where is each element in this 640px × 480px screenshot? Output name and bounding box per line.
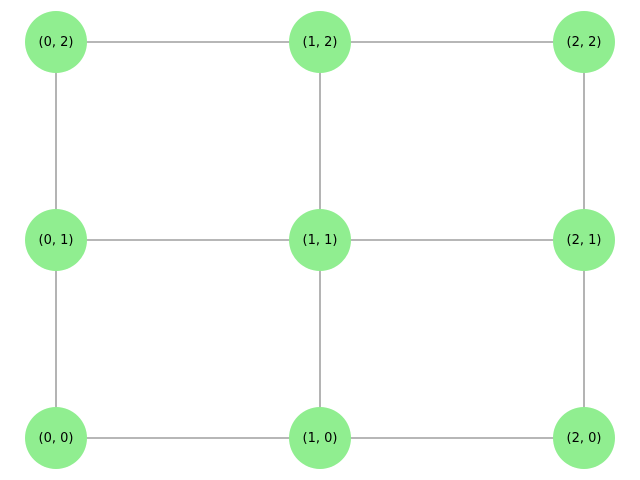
node-label: (1, 1)	[302, 232, 338, 248]
node-label: (2, 2)	[566, 34, 602, 50]
graph-node-0,0: (0, 0)	[25, 407, 87, 469]
graph-node-2,1: (2, 1)	[553, 209, 615, 271]
graph-node-1,0: (1, 0)	[289, 407, 351, 469]
node-label: (0, 2)	[38, 34, 74, 50]
node-label: (1, 0)	[302, 430, 338, 446]
node-label: (0, 0)	[38, 430, 74, 446]
graph-node-1,1: (1, 1)	[289, 209, 351, 271]
graph-node-0,2: (0, 2)	[25, 11, 87, 73]
graph-node-2,2: (2, 2)	[553, 11, 615, 73]
graph-node-2,0: (2, 0)	[553, 407, 615, 469]
node-label: (1, 2)	[302, 34, 338, 50]
node-label: (0, 1)	[38, 232, 74, 248]
graph-node-1,2: (1, 2)	[289, 11, 351, 73]
node-label: (2, 0)	[566, 430, 602, 446]
graph-node-0,1: (0, 1)	[25, 209, 87, 271]
node-label: (2, 1)	[566, 232, 602, 248]
